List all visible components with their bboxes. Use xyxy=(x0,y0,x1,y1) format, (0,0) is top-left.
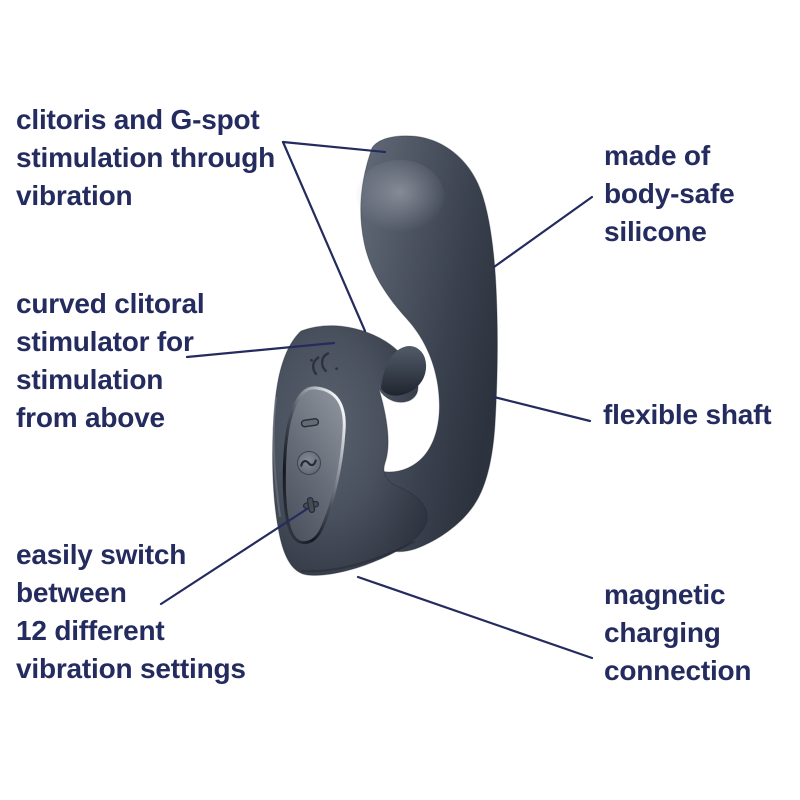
label-line: curved clitoral xyxy=(16,288,205,319)
label-body-safe-silicone: made of body-safe silicone xyxy=(604,137,735,251)
body-bottom-shadow xyxy=(301,541,415,573)
line-magnetic-charging xyxy=(356,575,594,660)
label-vibration-settings: easily switch between 12 different vibra… xyxy=(16,536,246,688)
line-flexible-shaft xyxy=(492,395,592,423)
label-line: body-safe xyxy=(604,178,735,209)
label-magnetic-charging: magnetic charging connection xyxy=(604,576,752,690)
label-line: connection xyxy=(604,655,752,686)
plus-button-icon xyxy=(302,496,320,514)
label-line: magnetic xyxy=(604,579,726,610)
label-line: vibration settings xyxy=(16,653,246,684)
line-clitoris-to-hood xyxy=(281,140,367,333)
label-line: charging xyxy=(604,617,721,648)
minus-button-icon xyxy=(300,418,320,428)
device-shaft xyxy=(355,135,498,553)
line-curved-stimulator xyxy=(185,341,336,359)
line-clitoris-to-shaft-tip xyxy=(281,140,387,154)
label-line: silicone xyxy=(604,216,707,247)
label-line: between xyxy=(16,577,127,608)
label-curved-stimulator: curved clitoral stimulator for stimulati… xyxy=(16,285,205,437)
callout-lines xyxy=(159,140,594,660)
label-flexible-shaft: flexible shaft xyxy=(603,396,772,434)
label-line: stimulation through xyxy=(16,142,276,173)
shaft-head-highlight xyxy=(356,160,444,232)
label-line: flexible shaft xyxy=(603,399,772,430)
label-line: from above xyxy=(16,402,165,433)
body-edge-light xyxy=(272,397,281,517)
label-line: stimulation xyxy=(16,364,164,395)
label-line: stimulator for xyxy=(16,326,194,357)
label-line: easily switch xyxy=(16,539,187,570)
clitoral-hood-curl xyxy=(381,346,427,396)
label-line: made of xyxy=(604,140,710,171)
label-line: 12 different xyxy=(16,615,165,646)
device-figure xyxy=(272,135,498,576)
label-line: vibration xyxy=(16,180,133,211)
line-silicone xyxy=(492,195,594,269)
label-line: clitoris and G-spot xyxy=(16,104,260,135)
line-easily-switch xyxy=(159,507,309,606)
label-clitoris-gspot: clitoris and G-spot stimulation through … xyxy=(16,101,275,215)
satisfyer-logo-icon xyxy=(310,352,338,376)
wave-glyph xyxy=(300,459,317,467)
